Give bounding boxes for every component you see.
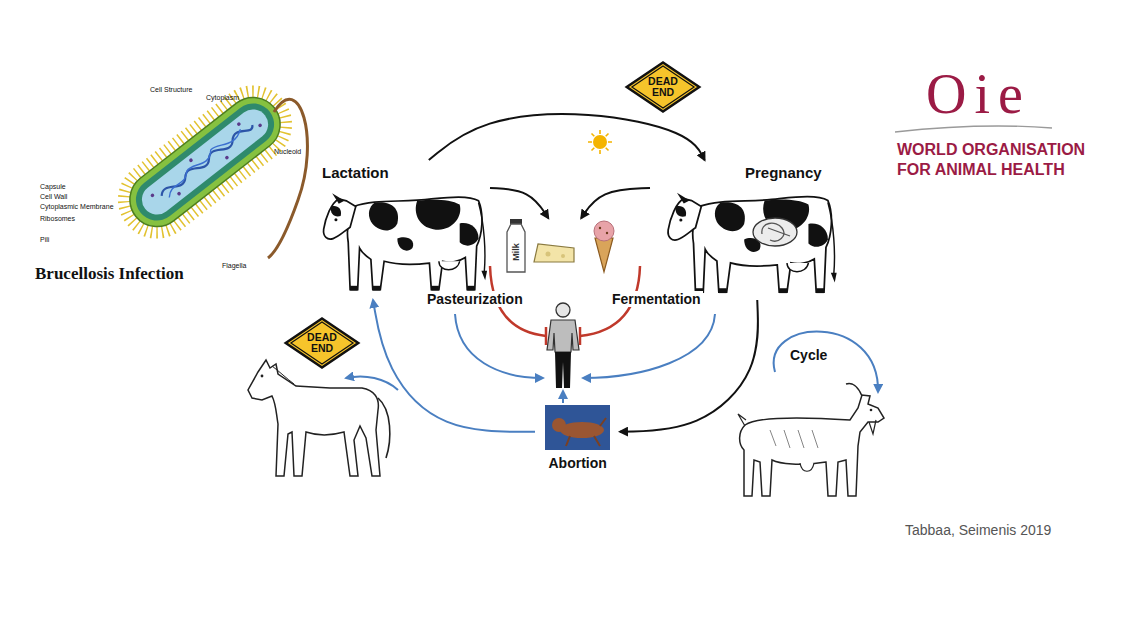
cytoplasm bbox=[136, 103, 274, 220]
part-label: Ribosomes bbox=[40, 215, 75, 223]
lactating-cow bbox=[324, 193, 488, 290]
transmission-arrow bbox=[455, 314, 543, 378]
horse-mane bbox=[272, 366, 294, 384]
ice-cream-chip bbox=[606, 232, 608, 234]
host-stage: Lactation bbox=[310, 160, 490, 300]
goat-hatching bbox=[770, 430, 818, 448]
part-label: Capsule bbox=[40, 183, 66, 191]
horse-tail bbox=[378, 398, 390, 458]
part-label: Flagella bbox=[222, 262, 247, 270]
dairy-products: Milk bbox=[500, 218, 627, 276]
organisation-name: WORLD ORGANISATION FOR ANIMAL HEALTH bbox=[897, 140, 1102, 180]
spillover-arrow bbox=[346, 377, 398, 391]
pregnant-cow bbox=[668, 193, 837, 293]
cycle-arrow bbox=[774, 332, 878, 392]
host-stage: Pregnancy bbox=[650, 160, 845, 300]
human-shirt bbox=[547, 320, 579, 352]
ribosome bbox=[188, 158, 193, 163]
uterus bbox=[753, 218, 797, 246]
sign-face bbox=[627, 63, 700, 112]
pili bbox=[111, 78, 300, 246]
flow-arrow bbox=[373, 300, 535, 432]
goat-tail bbox=[738, 414, 746, 426]
cheese-hole bbox=[561, 254, 565, 258]
sign-border bbox=[632, 66, 694, 108]
node-label: Abortion bbox=[549, 455, 607, 471]
fetus-legs bbox=[566, 418, 606, 446]
fetus-head bbox=[552, 418, 566, 432]
citation: Tabbaa, Seimenis 2019 bbox=[905, 522, 1051, 538]
human-legs bbox=[555, 352, 571, 388]
inhibition-bar bbox=[545, 327, 548, 345]
cycle-label: Cycle bbox=[790, 347, 827, 363]
dead-end-sign: DEAD END bbox=[626, 62, 700, 112]
human-head bbox=[556, 303, 570, 317]
ribosome bbox=[176, 191, 181, 196]
node-label: Milk bbox=[511, 243, 521, 261]
flow-arrow bbox=[620, 300, 758, 432]
part-label: Pili bbox=[40, 236, 49, 244]
transmission-arrow bbox=[562, 391, 564, 403]
sun-rays bbox=[588, 130, 612, 154]
nucleoid bbox=[159, 122, 254, 198]
logo-swoosh bbox=[895, 126, 1052, 132]
milk-bottle bbox=[507, 224, 525, 272]
capsule bbox=[119, 87, 291, 238]
cheese bbox=[534, 244, 574, 262]
goat-beard bbox=[869, 420, 876, 434]
process-label: Fermentation bbox=[610, 291, 703, 307]
part-label: Cytoplasm bbox=[206, 94, 239, 102]
goat-horn bbox=[846, 384, 862, 397]
node-label: Lactation bbox=[322, 164, 389, 181]
sign-text: DEAD END bbox=[302, 332, 342, 355]
sign-face bbox=[286, 319, 359, 368]
sun-disc bbox=[593, 135, 607, 149]
abortion-event: Abortion bbox=[535, 403, 620, 475]
horse-eye bbox=[261, 375, 264, 378]
ribosome bbox=[236, 122, 241, 127]
ribosome bbox=[150, 193, 155, 198]
flow-arrow bbox=[490, 188, 548, 218]
ribosome bbox=[224, 155, 229, 160]
inhibition-bar bbox=[579, 327, 582, 345]
ice-cream-cone bbox=[595, 238, 613, 272]
sun-symbol bbox=[588, 130, 612, 154]
ribosome bbox=[258, 123, 263, 128]
flow-arrow bbox=[429, 114, 705, 160]
sign-text: DEAD END bbox=[643, 76, 683, 99]
bacterium bbox=[111, 78, 300, 246]
goat-eye bbox=[870, 409, 873, 412]
figure-caption: Brucellosis Infection bbox=[35, 264, 184, 284]
ice-cream-chip bbox=[599, 227, 601, 229]
sign-border bbox=[291, 322, 353, 364]
ice-cream-scoop bbox=[594, 221, 614, 241]
part-label: Nucleoid bbox=[274, 148, 301, 156]
flagellum bbox=[268, 99, 307, 258]
goat bbox=[740, 395, 884, 496]
part-label: Cell Wall bbox=[40, 193, 67, 201]
nucleoid bbox=[162, 128, 247, 198]
abortion-photo bbox=[545, 405, 610, 450]
bottle-cap bbox=[510, 219, 522, 224]
part-label: Cytoplasmic Membrane bbox=[40, 203, 114, 211]
process-label: Pasteurization bbox=[425, 291, 525, 307]
calf bbox=[762, 223, 790, 241]
part-label: Cell Structure bbox=[150, 86, 192, 94]
cheese-hole bbox=[546, 252, 551, 257]
goat-udder bbox=[800, 463, 814, 471]
transmission-arrow bbox=[583, 314, 715, 378]
fetus-body bbox=[560, 422, 604, 438]
node-label: Pregnancy bbox=[745, 164, 822, 181]
cell-wall bbox=[127, 95, 282, 229]
dead-end-sign: DEAD END bbox=[285, 318, 359, 368]
flow-arrow bbox=[581, 188, 650, 218]
logo-mark: Oie bbox=[926, 62, 1031, 126]
